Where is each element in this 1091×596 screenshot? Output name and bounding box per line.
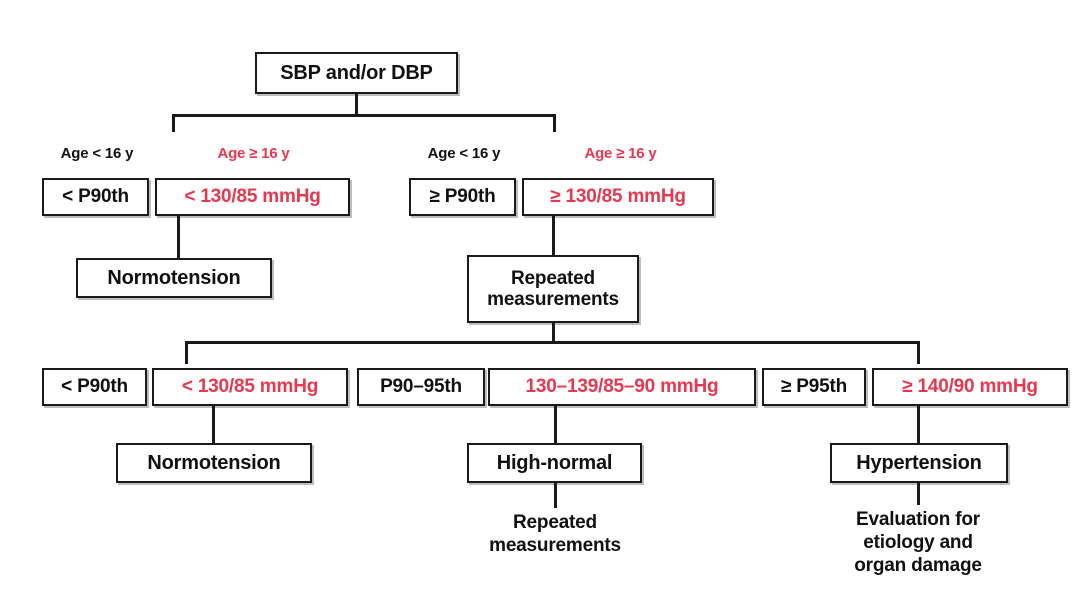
node-sbp-dbp: SBP and/or DBP bbox=[255, 52, 458, 94]
connector-row3-to-normotension bbox=[212, 406, 215, 444]
node-right-child-threshold: ≥ P90th bbox=[409, 178, 516, 216]
connector-root-split-bar bbox=[172, 114, 556, 117]
text-evaluation-line2: etiology and bbox=[863, 532, 973, 554]
node-high-normal-label: High-normal bbox=[496, 451, 613, 474]
node-high-normal: High-normal bbox=[467, 443, 642, 483]
node-row3-child-hypertension: ≥ P95th bbox=[762, 368, 866, 406]
node-row3-adult-high-normal: 130–139/85–90 mmHg bbox=[488, 368, 756, 406]
label-age-right-child-text: Age < 16 y bbox=[427, 145, 501, 162]
node-row3-adult-normal-label: < 130/85 mmHg bbox=[181, 376, 319, 398]
label-age-right-adult-text: Age ≥ 16 y bbox=[584, 145, 657, 162]
node-row3-child-high-normal-label: P90–95th bbox=[380, 376, 462, 398]
label-age-left-child-text: Age < 16 y bbox=[60, 145, 134, 162]
text-evaluation: Evaluation for etiology and organ damage bbox=[818, 508, 1018, 578]
label-age-left-adult: Age ≥ 16 y bbox=[196, 145, 311, 162]
node-left-child-threshold: < P90th bbox=[42, 178, 149, 216]
node-row3-child-normal-label: < P90th bbox=[61, 376, 128, 398]
node-right-adult-threshold: ≥ 130/85 mmHg bbox=[522, 178, 714, 216]
text-evaluation-line1: Evaluation for bbox=[856, 509, 980, 530]
label-age-left-child: Age < 16 y bbox=[42, 145, 152, 162]
node-row3-adult-hypertension-label: ≥ 140/90 mmHg bbox=[902, 376, 1038, 398]
connector-root-right-tick bbox=[553, 114, 556, 132]
node-row3-child-hypertension-label: ≥ P95th bbox=[780, 376, 848, 398]
connector-row3-to-high-normal bbox=[554, 406, 557, 444]
connector-hypertension-to-evaluation bbox=[917, 483, 920, 505]
label-age-right-child: Age < 16 y bbox=[409, 145, 519, 162]
node-hypertension: Hypertension bbox=[830, 443, 1008, 483]
node-hypertension-label: Hypertension bbox=[856, 451, 982, 474]
connector-right-to-repeated bbox=[552, 216, 555, 256]
node-repeated-measurements-upper-line1: Repeated bbox=[511, 267, 595, 289]
connector-row3-split-bar bbox=[185, 341, 920, 344]
node-normotension-lower: Normotension bbox=[116, 443, 312, 483]
text-repeated-measurements-lower-line1: Repeated bbox=[513, 512, 597, 533]
label-age-right-adult: Age ≥ 16 y bbox=[563, 145, 678, 162]
connector-row3-to-hypertension bbox=[917, 406, 920, 444]
node-normotension-lower-label: Normotension bbox=[147, 451, 281, 474]
node-repeated-measurements-upper: Repeated measurements bbox=[467, 255, 639, 323]
label-age-left-adult-text: Age ≥ 16 y bbox=[217, 145, 290, 162]
text-repeated-measurements-lower: Repeated measurements bbox=[457, 511, 653, 557]
connector-high-normal-to-repeated bbox=[554, 483, 557, 508]
connector-root-left-tick bbox=[172, 114, 175, 132]
node-left-child-threshold-label: < P90th bbox=[62, 186, 129, 208]
text-evaluation-line3: organ damage bbox=[854, 555, 982, 577]
node-right-adult-threshold-label: ≥ 130/85 mmHg bbox=[550, 186, 686, 208]
connector-row3-right-tick bbox=[917, 341, 920, 364]
node-normotension-upper: Normotension bbox=[76, 258, 272, 298]
node-left-adult-threshold: < 130/85 mmHg bbox=[155, 178, 350, 216]
node-sbp-dbp-label: SBP and/or DBP bbox=[280, 61, 433, 84]
node-row3-adult-hypertension: ≥ 140/90 mmHg bbox=[872, 368, 1068, 406]
connector-row3-left-tick bbox=[185, 341, 188, 364]
node-row3-child-normal: < P90th bbox=[42, 368, 147, 406]
connector-left-to-normotension bbox=[177, 216, 180, 259]
node-row3-adult-normal: < 130/85 mmHg bbox=[152, 368, 348, 406]
node-left-adult-threshold-label: < 130/85 mmHg bbox=[184, 186, 321, 208]
text-repeated-measurements-lower-line2: measurements bbox=[489, 535, 621, 557]
node-repeated-measurements-upper-line2: measurements bbox=[487, 289, 619, 310]
node-normotension-upper-label: Normotension bbox=[107, 266, 241, 289]
node-row3-child-high-normal: P90–95th bbox=[357, 368, 485, 406]
node-right-child-threshold-label: ≥ P90th bbox=[429, 186, 496, 208]
connector-root-stem bbox=[355, 94, 358, 115]
connector-repeated-stem bbox=[552, 323, 555, 343]
node-row3-adult-high-normal-label: 130–139/85–90 mmHg bbox=[525, 376, 719, 398]
